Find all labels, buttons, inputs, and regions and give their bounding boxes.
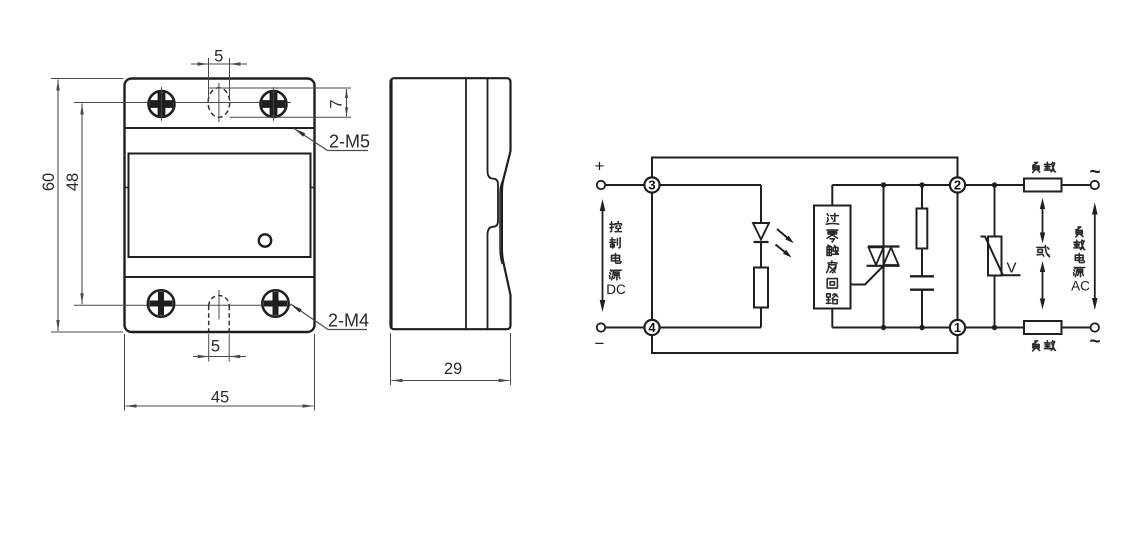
svg-text:2-M4: 2-M4 [328, 311, 369, 331]
svg-text:−: − [595, 334, 605, 353]
svg-text:~: ~ [1089, 162, 1100, 183]
svg-text:29: 29 [444, 360, 462, 378]
svg-text:5: 5 [211, 338, 220, 356]
svg-text:+: + [595, 157, 605, 176]
svg-text:5: 5 [214, 48, 223, 66]
svg-text:4: 4 [648, 320, 656, 335]
svg-text:60: 60 [40, 173, 58, 191]
svg-text:48: 48 [64, 173, 82, 191]
svg-text:2-M5: 2-M5 [329, 132, 370, 152]
svg-text:V: V [1006, 260, 1016, 277]
svg-text:1: 1 [954, 320, 961, 335]
svg-text:3: 3 [648, 178, 655, 193]
svg-text:7: 7 [328, 99, 346, 108]
svg-text:2: 2 [954, 178, 961, 193]
svg-text:45: 45 [211, 389, 229, 407]
svg-text:DC: DC [606, 282, 626, 297]
svg-text:~: ~ [1089, 332, 1100, 353]
svg-text:AC: AC [1071, 278, 1090, 293]
